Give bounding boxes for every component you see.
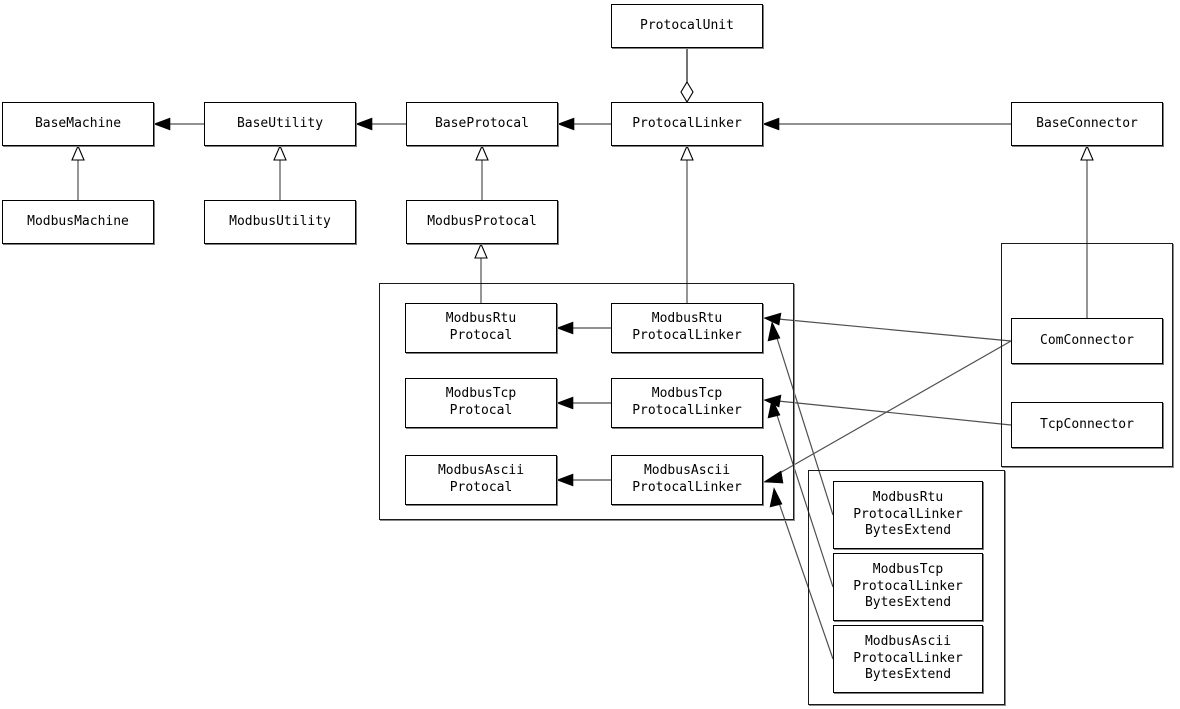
class-label-base-machine: BaseMachine [34, 115, 122, 131]
class-label-protocal-linker: ProtocalLinker [632, 115, 742, 131]
class-label-modbus-tcp-protocal: ModbusTcp Protocal [445, 386, 517, 418]
edge-modbus-rtu-protocal-to-modbus-protocal [474, 242, 488, 303]
class-box-modbus-machine[interactable]: ModbusMachine [2, 200, 154, 244]
group-bytes-extend-group [808, 470, 1005, 705]
class-box-protocal-unit[interactable]: ProtocalUnit [611, 4, 763, 48]
edge-base-connector-to-protocal-linker [762, 117, 1011, 131]
class-label-modbus-protocal: ModbusProtocal [427, 213, 537, 229]
edge-base-protocal-to-base-utility [355, 117, 406, 131]
class-box-base-utility[interactable]: BaseUtility [204, 102, 356, 146]
edge-modbus-ascii-bytes-extend-to-modbus-ascii-linker [769, 487, 834, 660]
group-connector-group [1001, 243, 1173, 467]
edge-modbus-rtu-linker-to-modbus-rtu-protocal [556, 321, 611, 335]
class-box-modbus-ascii-protocal[interactable]: ModbusAscii Protocal [405, 455, 557, 505]
class-label-modbus-ascii-bytes-extend: ModbusAscii ProtocalLinker BytesExtend [853, 633, 963, 683]
class-label-modbus-tcp-bytes-extend: ModbusTcp ProtocalLinker BytesExtend [853, 561, 963, 611]
class-box-modbus-tcp-linker[interactable]: ModbusTcp ProtocalLinker [611, 378, 763, 428]
class-label-base-protocal: BaseProtocal [435, 115, 529, 131]
class-label-modbus-tcp-linker: ModbusTcp ProtocalLinker [632, 386, 742, 418]
edge-com-connector-to-base-connector [1080, 144, 1094, 318]
class-box-modbus-rtu-bytes-extend[interactable]: ModbusRtu ProtocalLinker BytesExtend [833, 481, 983, 549]
edge-modbus-ascii-linker-to-modbus-ascii-protocal [556, 473, 611, 487]
class-box-tcp-connector[interactable]: TcpConnector [1011, 402, 1163, 448]
edge-base-utility-to-base-machine [153, 117, 204, 131]
class-label-modbus-utility: ModbusUtility [229, 213, 331, 229]
class-label-protocal-unit: ProtocalUnit [640, 17, 734, 33]
edge-com-connector-to-modbus-rtu-linker [763, 312, 1012, 342]
edge-protocal-linker-to-protocal-unit [680, 48, 694, 104]
class-box-modbus-tcp-protocal[interactable]: ModbusTcp Protocal [405, 378, 557, 428]
class-box-modbus-utility[interactable]: ModbusUtility [204, 200, 356, 244]
class-box-com-connector[interactable]: ComConnector [1011, 318, 1163, 364]
class-box-modbus-ascii-linker[interactable]: ModbusAscii ProtocalLinker [611, 455, 763, 505]
edge-modbus-tcp-bytes-extend-to-modbus-tcp-linker [767, 398, 834, 588]
class-label-modbus-rtu-linker: ModbusRtu ProtocalLinker [632, 311, 742, 343]
edge-tcp-connector-to-modbus-tcp-linker [763, 394, 1012, 426]
edge-modbus-rtu-bytes-extend-to-modbus-rtu-linker [767, 321, 834, 516]
edge-protocal-linker-to-base-protocal [557, 117, 611, 131]
class-label-modbus-machine: ModbusMachine [27, 213, 129, 229]
class-label-com-connector: ComConnector [1040, 332, 1134, 348]
edge-modbus-utility-to-base-utility [273, 144, 287, 200]
class-label-base-utility: BaseUtility [236, 115, 324, 131]
class-label-base-connector: BaseConnector [1036, 115, 1138, 131]
class-box-modbus-protocal[interactable]: ModbusProtocal [406, 200, 558, 244]
class-label-modbus-rtu-protocal: ModbusRtu Protocal [445, 311, 517, 343]
class-box-base-connector[interactable]: BaseConnector [1011, 102, 1163, 146]
class-label-modbus-rtu-bytes-extend: ModbusRtu ProtocalLinker BytesExtend [853, 489, 963, 539]
class-label-modbus-ascii-protocal: ModbusAscii Protocal [437, 463, 525, 495]
edge-modbus-rtu-linker-to-protocal-linker [680, 144, 694, 303]
class-label-tcp-connector: TcpConnector [1040, 416, 1134, 432]
class-box-modbus-tcp-bytes-extend[interactable]: ModbusTcp ProtocalLinker BytesExtend [833, 553, 983, 621]
edge-modbus-machine-to-base-machine [71, 144, 85, 200]
edge-com-connector-to-modbus-ascii-linker [763, 340, 1012, 484]
group-modbus-protocal-group [379, 283, 794, 520]
edge-modbus-protocal-to-base-protocal [475, 144, 489, 200]
edge-modbus-tcp-linker-to-modbus-tcp-protocal [556, 396, 611, 410]
class-box-modbus-rtu-linker[interactable]: ModbusRtu ProtocalLinker [611, 303, 763, 353]
class-box-base-machine[interactable]: BaseMachine [2, 102, 154, 146]
class-box-modbus-rtu-protocal[interactable]: ModbusRtu Protocal [405, 303, 557, 353]
class-box-base-protocal[interactable]: BaseProtocal [406, 102, 558, 146]
class-box-protocal-linker[interactable]: ProtocalLinker [611, 102, 763, 146]
class-box-modbus-ascii-bytes-extend[interactable]: ModbusAscii ProtocalLinker BytesExtend [833, 625, 983, 693]
class-label-modbus-ascii-linker: ModbusAscii ProtocalLinker [632, 463, 742, 495]
